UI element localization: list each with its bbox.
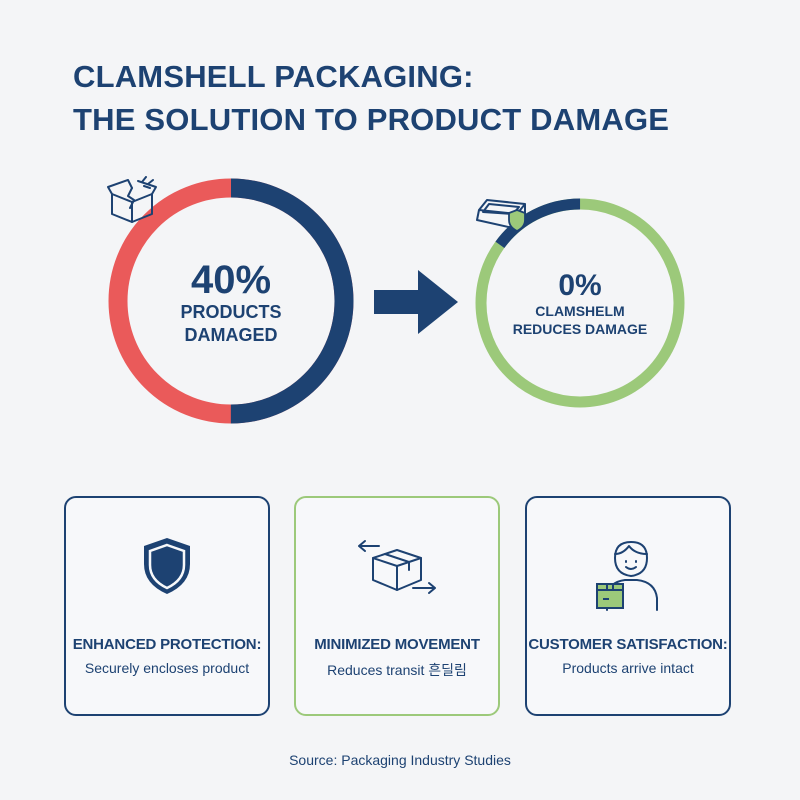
card-title: ENHANCED PROTECTION: xyxy=(72,636,262,653)
after-label-line-2: REDUCES DAMAGE xyxy=(512,321,648,337)
title-line-1: CLAMSHELL PACKAGING: xyxy=(73,59,474,94)
card-description: Securely encloses product xyxy=(84,660,250,676)
feature-card-protection: ENHANCED PROTECTION: Securely encloses p… xyxy=(64,496,270,716)
feature-card-satisfaction: CUSTOMER SATISFACTION: Products arrive i… xyxy=(525,496,731,716)
shield-icon xyxy=(144,538,190,594)
card-title: CUSTOMER SATISFACTION: xyxy=(528,636,728,653)
damage-before-ring: 40% PRODUCTS DAMAGED xyxy=(106,176,356,426)
card-description: Reduces transit 흔딜림 xyxy=(327,662,467,678)
before-label-line-2: DAMAGED xyxy=(184,325,278,345)
right-arrow-icon xyxy=(374,270,458,334)
before-percent: 40% xyxy=(190,258,272,302)
after-ring-content: 0% CLAMSHELM REDUCES DAMAGE xyxy=(473,196,687,410)
intact-arc xyxy=(108,178,354,424)
remaining-arc xyxy=(475,198,685,408)
card-icon-wrap xyxy=(527,536,729,611)
title-line-2: THE SOLUTION TO PRODUCT DAMAGE xyxy=(73,102,670,137)
moving-box-icon xyxy=(358,540,436,594)
page-title: CLAMSHELL PACKAGING: THE SOLUTION TO PRO… xyxy=(73,55,753,141)
source-note: Source: Packaging Industry Studies xyxy=(289,752,511,768)
damage-ring-chart xyxy=(108,178,354,424)
card-icon-wrap xyxy=(66,536,268,608)
card-title: MINIMIZED MOVEMENT xyxy=(314,636,480,653)
before-ring-content: 40% PRODUCTS DAMAGED xyxy=(106,176,356,426)
after-label-line-1: CLAMSHELM xyxy=(535,303,625,319)
reduced-damage-ring-chart xyxy=(475,198,685,408)
feature-card-movement: MINIMIZED MOVEMENT Reduces transit 흔딜림 xyxy=(294,496,500,716)
damage-after-ring: 0% CLAMSHELM REDUCES DAMAGE xyxy=(473,196,687,410)
before-label-line-1: PRODUCTS xyxy=(180,302,282,322)
clamshell-shield-icon xyxy=(476,199,526,233)
customer-with-box-icon xyxy=(596,541,658,611)
card-description: Products arrive intact xyxy=(562,660,694,676)
broken-box-icon xyxy=(107,176,157,223)
after-percent: 0% xyxy=(558,269,602,302)
card-icon-wrap xyxy=(296,536,498,608)
